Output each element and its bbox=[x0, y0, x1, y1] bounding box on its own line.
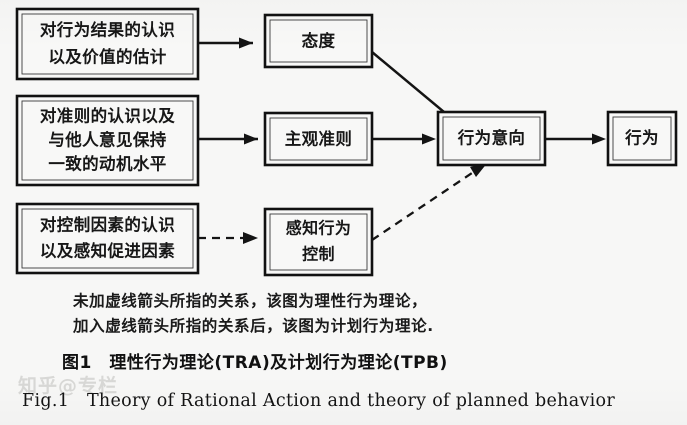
node-behavioral-intention[interactable]: 行为意向 bbox=[436, 110, 547, 167]
watermark: 知乎@专栏 bbox=[18, 374, 118, 397]
caption-note-line1: 未加虚线箭头所指的关系，该图为理性行为理论， bbox=[72, 291, 427, 310]
node-normative-belief-line3: 一致的动机水平 bbox=[48, 154, 166, 174]
node-belief-outcome-line2: 以及价值的估计 bbox=[48, 47, 166, 67]
node-control-belief-line2: 以及感知促进因素 bbox=[40, 241, 175, 261]
node-attitude[interactable]: 态度 bbox=[263, 13, 374, 69]
edge-intention-to-behavior bbox=[545, 133, 606, 145]
node-perceived-control-line2: 控制 bbox=[302, 245, 335, 264]
node-behavior-label: 行为 bbox=[624, 128, 659, 148]
node-attitude-label: 态度 bbox=[302, 31, 336, 51]
node-control-belief-line1: 对控制因素的认识 bbox=[40, 215, 175, 235]
edge-perceived-control-to-intention bbox=[371, 162, 488, 241]
caption-note-line2: 加入虚线箭头所指的关系后，该图为计划行为理论. bbox=[72, 316, 434, 335]
node-belief-outcome[interactable]: 对行为结果的认识 以及价值的估计 bbox=[15, 7, 200, 81]
node-perceived-behavioral-control[interactable]: 感知行为 控制 bbox=[263, 207, 374, 277]
node-normative-belief[interactable]: 对准则的认识以及 与他人意见保持 一致的动机水平 bbox=[15, 94, 200, 187]
node-behavior[interactable]: 行为 bbox=[606, 110, 678, 167]
figure-title-en: Fig.1 Theory of Rational Action and theo… bbox=[22, 391, 615, 411]
node-subjective-norm[interactable]: 主观准则 bbox=[263, 111, 374, 167]
figure-title-cn: 图1 理性行为理论(TRA)及计划行为理论(TPB) bbox=[62, 352, 448, 373]
node-subjective-norm-label: 主观准则 bbox=[285, 129, 353, 149]
node-perceived-control-line1: 感知行为 bbox=[286, 219, 352, 238]
node-behavioral-intention-label: 行为意向 bbox=[457, 128, 526, 148]
node-normative-belief-line1: 对准则的认识以及 bbox=[40, 106, 175, 126]
edge-belief-to-attitude bbox=[198, 37, 253, 49]
node-normative-belief-line2: 与他人意见保持 bbox=[48, 130, 166, 150]
edge-subjective-norm-to-intention bbox=[372, 133, 436, 145]
node-control-belief[interactable]: 对控制因素的认识 以及感知促进因素 bbox=[15, 202, 200, 275]
edge-control-belief-to-perceived-control bbox=[198, 232, 258, 244]
node-belief-outcome-line1: 对行为结果的认识 bbox=[40, 20, 175, 40]
edge-norm-belief-to-subjective-norm bbox=[198, 133, 258, 145]
